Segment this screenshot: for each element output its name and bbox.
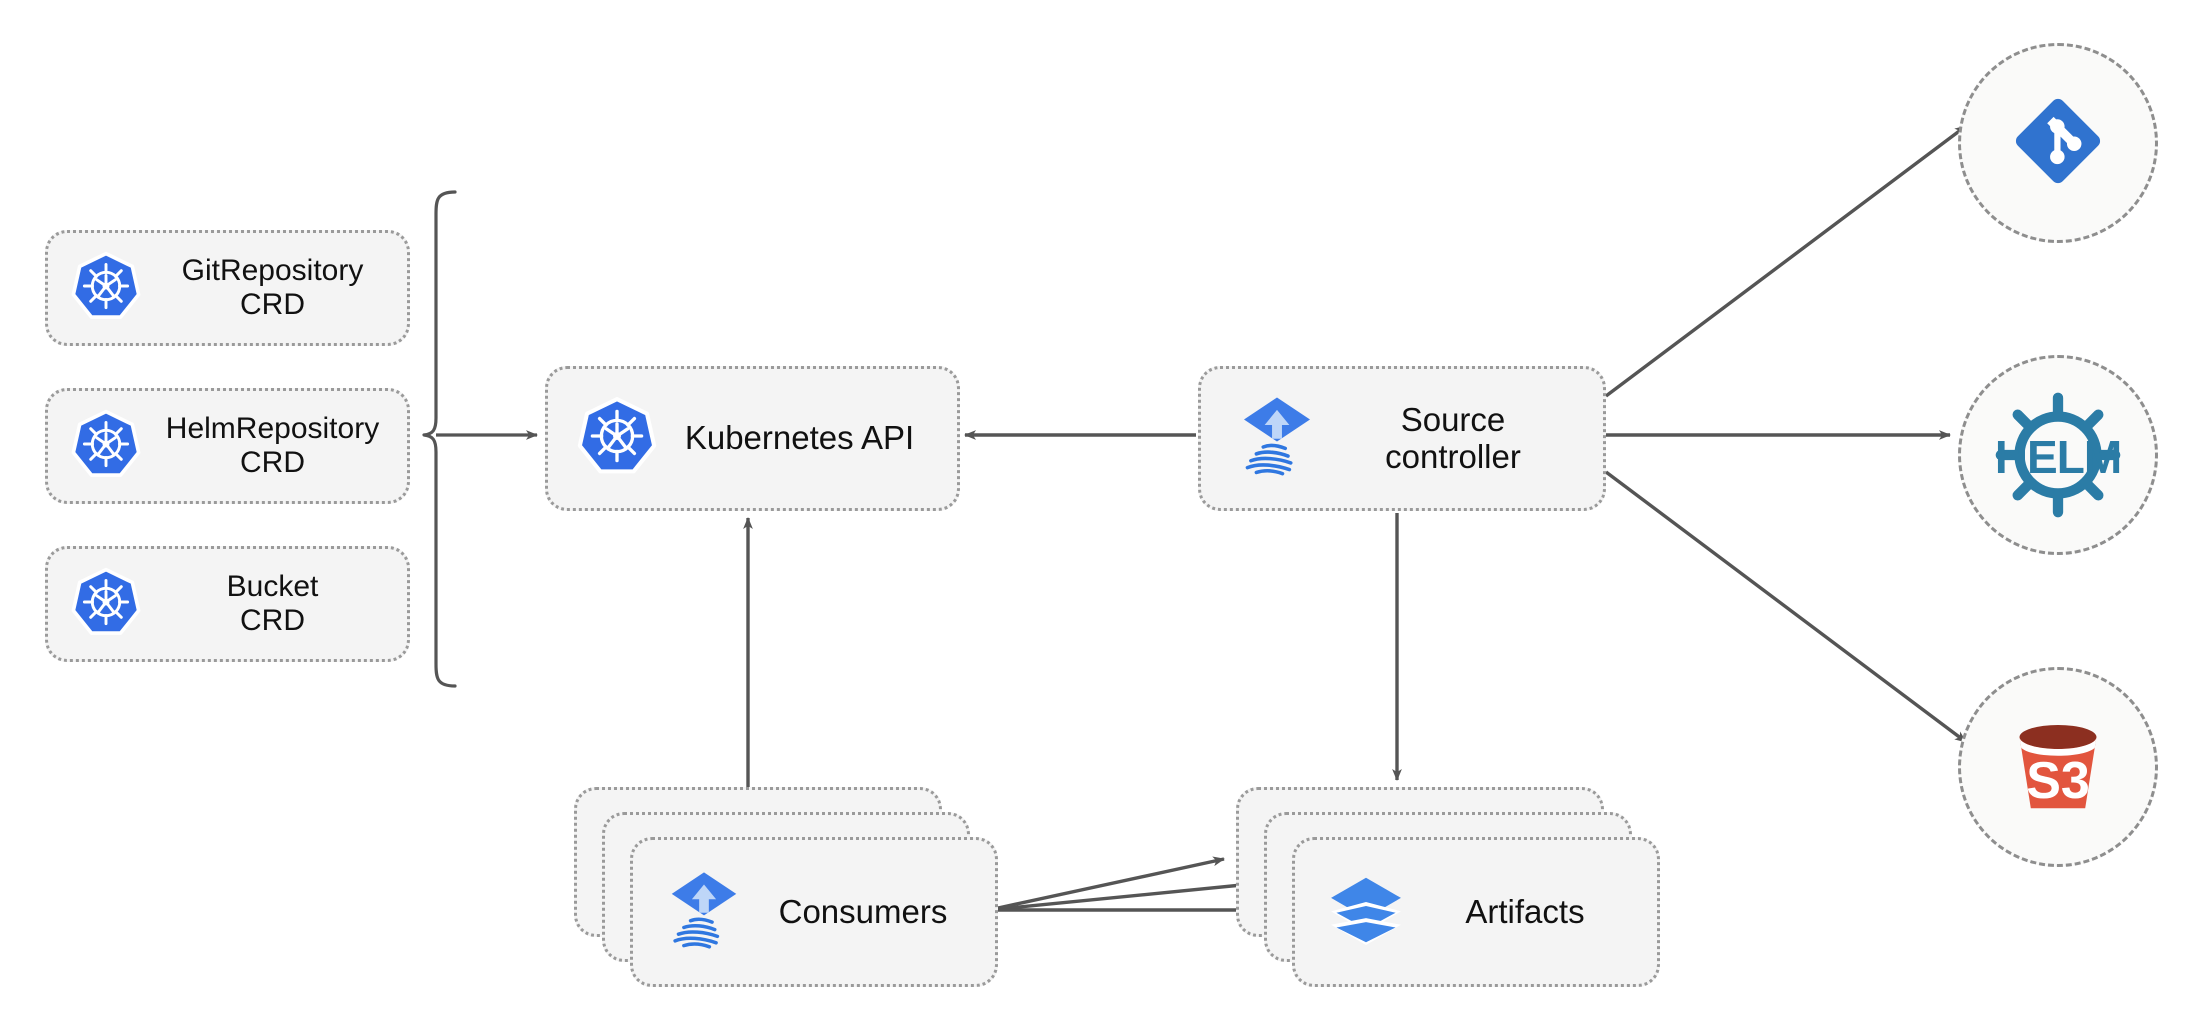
kubernetes-icon bbox=[70, 408, 142, 485]
kubernetes-icon bbox=[70, 566, 142, 643]
git-icon bbox=[2004, 87, 2112, 200]
crd-card-gitrepository[interactable]: GitRepository CRD bbox=[45, 230, 410, 346]
artifacts-card-front[interactable]: Artifacts bbox=[1292, 837, 1660, 987]
crd-label: GitRepository CRD bbox=[181, 254, 364, 321]
helm-label: HELM bbox=[1994, 431, 2122, 483]
crd-group-brace bbox=[422, 190, 457, 688]
crd-label: HelmRepository CRD bbox=[165, 412, 380, 479]
edge-consumers-to-artifacts-2 bbox=[988, 880, 1253, 912]
node-label: Source controller bbox=[1385, 400, 1521, 475]
consumers-card-front[interactable]: Consumers bbox=[630, 837, 998, 987]
node-source-controller[interactable]: Source controller bbox=[1198, 366, 1606, 511]
endpoint-helm[interactable]: HELM bbox=[1958, 355, 2158, 555]
node-label: Kubernetes API bbox=[684, 419, 915, 457]
edge-source-to-s3 bbox=[1604, 470, 1968, 744]
flux-icon bbox=[661, 867, 747, 958]
crd-label: Bucket CRD bbox=[226, 570, 319, 637]
crd-card-helmrepository[interactable]: HelmRepository CRD bbox=[45, 388, 410, 504]
endpoint-s3[interactable]: S3 bbox=[1958, 667, 2158, 867]
s3-label: S3 bbox=[2026, 752, 2090, 810]
node-label: Artifacts bbox=[1465, 893, 1585, 930]
node-kubernetes-api[interactable]: Kubernetes API bbox=[545, 366, 960, 511]
layers-icon bbox=[1323, 867, 1409, 958]
kubernetes-icon bbox=[576, 395, 658, 482]
kubernetes-icon bbox=[70, 250, 142, 327]
edge-source-to-git bbox=[1604, 124, 1968, 398]
s3-bucket-icon: S3 bbox=[1998, 707, 2118, 827]
node-label: Consumers bbox=[778, 893, 948, 930]
helm-icon: HELM bbox=[1983, 380, 2133, 530]
edge-consumers-to-artifacts-1 bbox=[988, 856, 1225, 912]
endpoint-git[interactable] bbox=[1958, 43, 2158, 243]
flux-icon bbox=[1233, 392, 1321, 485]
crd-card-bucket[interactable]: Bucket CRD bbox=[45, 546, 410, 662]
